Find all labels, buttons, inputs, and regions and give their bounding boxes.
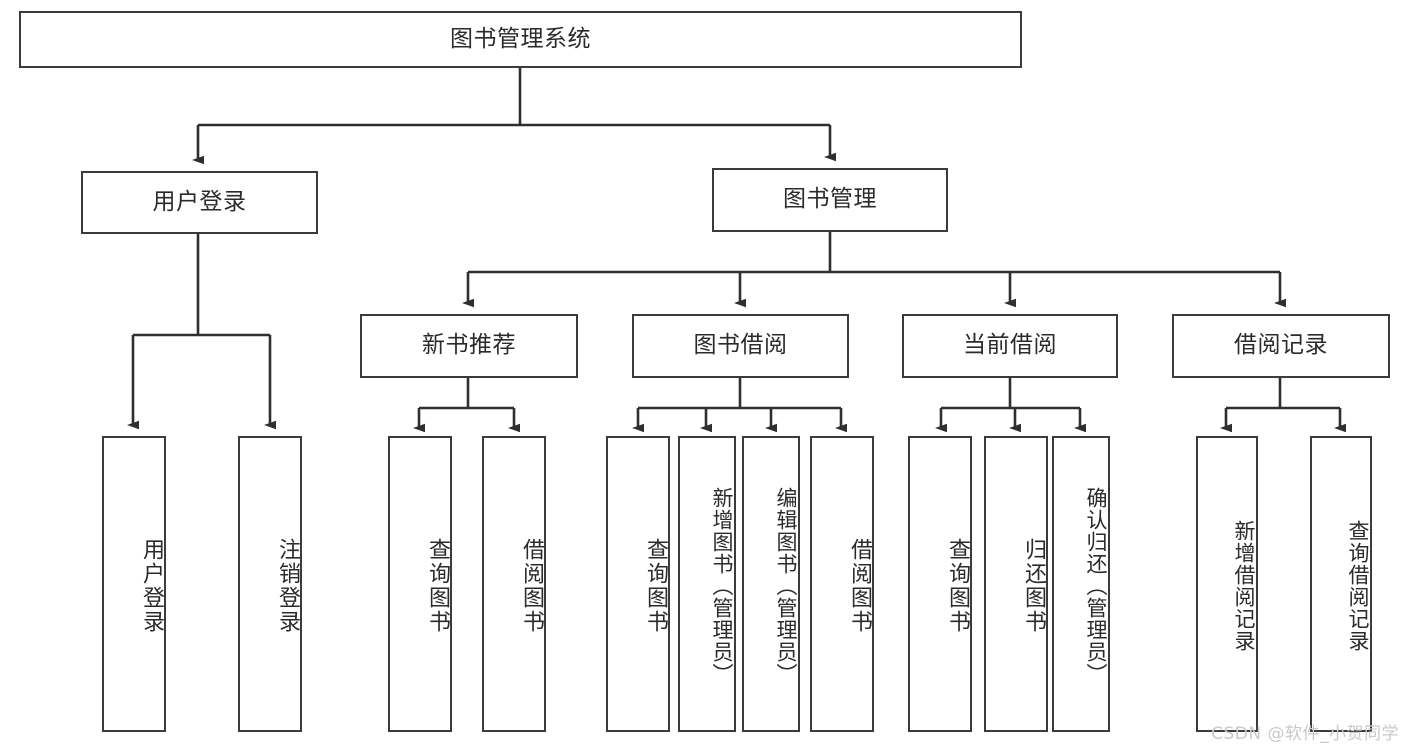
leaf-query-book-current[interactable]: 查询图书 [908, 436, 972, 732]
node-book-borrow-label: 图书借阅 [693, 332, 788, 359]
leaf-add-borrow-record-label: 新增借阅记录 [1232, 520, 1256, 652]
leaf-add-borrow-record[interactable]: 新增借阅记录 [1196, 436, 1258, 732]
node-user-login-label: 用户登录 [152, 188, 247, 215]
leaf-user-login[interactable]: 用户登录 [102, 436, 166, 732]
leaf-borrow-book-recommend-label: 借阅图书 [519, 538, 544, 634]
node-current-borrow-label: 当前借阅 [963, 332, 1057, 359]
node-book-management[interactable]: 图书管理 [712, 168, 948, 232]
leaf-borrow-book-label: 借阅图书 [847, 538, 872, 634]
leaf-query-borrow-record[interactable]: 查询借阅记录 [1310, 436, 1372, 732]
node-root[interactable]: 图书管理系统 [19, 11, 1022, 68]
node-new-book-recommend[interactable]: 新书推荐 [360, 314, 578, 378]
leaf-query-book-recommend-label: 查询图书 [425, 538, 450, 634]
node-current-borrow[interactable]: 当前借阅 [902, 314, 1118, 378]
node-borrow-record[interactable]: 借阅记录 [1172, 314, 1390, 378]
leaf-return-book-label: 归还图书 [1021, 538, 1046, 634]
leaf-add-book-admin[interactable]: 新增图书（管理员） [678, 436, 736, 732]
leaf-edit-book-admin-label: 编辑图书（管理员） [774, 487, 798, 685]
leaf-borrow-book[interactable]: 借阅图书 [810, 436, 874, 732]
node-book-management-label: 图书管理 [783, 186, 877, 213]
leaf-return-book[interactable]: 归还图书 [984, 436, 1048, 732]
leaf-query-borrow-record-label: 查询借阅记录 [1346, 520, 1370, 652]
leaf-edit-book-admin[interactable]: 编辑图书（管理员） [742, 436, 800, 732]
leaf-user-login-label: 用户登录 [139, 538, 164, 634]
csdn-watermark: CSDN @软件_小贺同学 [1211, 724, 1399, 744]
leaf-query-book-borrow-label: 查询图书 [643, 538, 668, 634]
node-root-label: 图书管理系统 [450, 25, 591, 52]
node-borrow-record-label: 借阅记录 [1234, 332, 1328, 359]
leaf-query-book-borrow[interactable]: 查询图书 [606, 436, 670, 732]
node-book-borrow[interactable]: 图书借阅 [632, 314, 849, 378]
leaf-query-book-current-label: 查询图书 [945, 538, 970, 634]
node-user-login[interactable]: 用户登录 [81, 171, 318, 234]
leaf-query-book-recommend[interactable]: 查询图书 [388, 436, 452, 732]
leaf-confirm-return-admin-label: 确认归还（管理员） [1084, 487, 1108, 685]
leaf-logout[interactable]: 注销登录 [238, 436, 302, 732]
node-new-book-recommend-label: 新书推荐 [422, 332, 516, 359]
leaf-logout-label: 注销登录 [275, 538, 300, 634]
leaf-confirm-return-admin[interactable]: 确认归还（管理员） [1052, 436, 1110, 732]
leaf-add-book-admin-label: 新增图书（管理员） [710, 487, 734, 685]
leaf-borrow-book-recommend[interactable]: 借阅图书 [482, 436, 546, 732]
